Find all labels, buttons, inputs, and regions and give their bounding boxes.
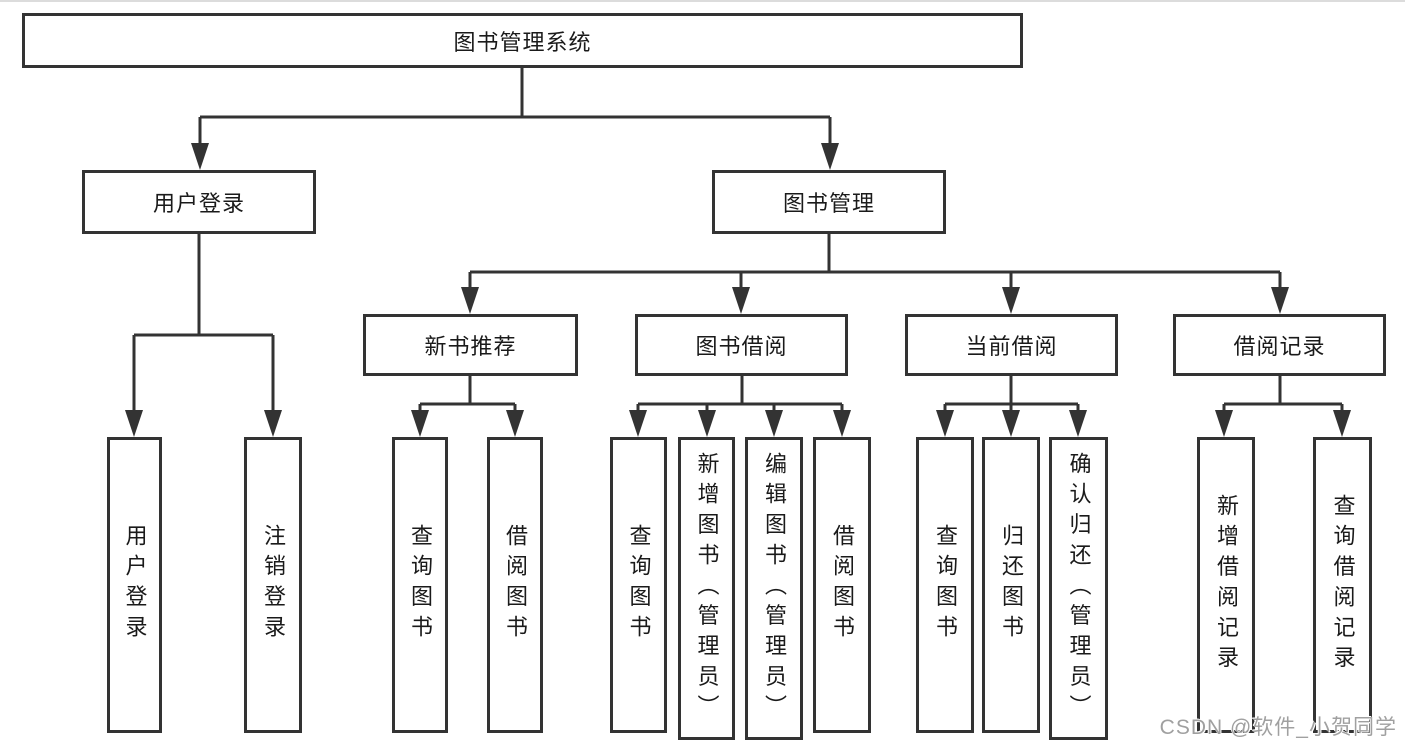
leaf-query-books-1: 查询图书 (392, 437, 448, 733)
node-label: 用户登录 (122, 524, 148, 646)
arrow-down-icon (821, 143, 839, 170)
leaf-add-borrow-record: 新增借阅记录 (1197, 437, 1255, 733)
arrow-down-icon (191, 143, 209, 170)
arrow-down-icon (698, 410, 716, 437)
node-label: 新增借阅记录 (1214, 493, 1239, 677)
node-label: 归还图书 (999, 524, 1024, 646)
node-new-book-recommend: 新书推荐 (363, 314, 578, 376)
arrow-down-icon (461, 287, 479, 314)
leaf-query-borrow-record: 查询借阅记录 (1313, 437, 1372, 733)
arrow-down-icon (411, 410, 429, 437)
node-label: 图书借阅 (695, 334, 788, 359)
arrow-down-icon (1333, 410, 1351, 437)
node-label: 查询图书 (933, 524, 958, 646)
node-label: 借阅图书 (830, 524, 855, 646)
leaf-query-books-3: 查询图书 (916, 437, 974, 733)
node-label: 借阅图书 (503, 524, 528, 646)
leaf-user-login: 用户登录 (107, 437, 162, 733)
arrow-down-icon (936, 410, 954, 437)
node-label: 图书管理 (782, 191, 875, 216)
arrow-down-icon (1069, 410, 1087, 437)
leaf-edit-books-admin: 编辑图书（管理员） (745, 437, 803, 740)
node-book-borrowing: 图书借阅 (635, 314, 848, 376)
leaf-logout: 注销登录 (244, 437, 302, 733)
arrow-down-icon (264, 410, 282, 437)
leaf-borrow-books-2: 借阅图书 (813, 437, 871, 733)
arrow-down-icon (506, 410, 524, 437)
arrow-down-icon (833, 410, 851, 437)
node-library-system: 图书管理系统 (22, 13, 1023, 68)
node-label: 查询图书 (408, 524, 433, 646)
arrow-down-icon (1002, 410, 1020, 437)
node-book-management: 图书管理 (712, 170, 946, 234)
arrow-down-icon (732, 287, 750, 314)
leaf-borrow-books-1: 借阅图书 (487, 437, 543, 733)
arrow-down-icon (1002, 287, 1020, 314)
node-borrow-records: 借阅记录 (1173, 314, 1386, 376)
arrow-down-icon (765, 410, 783, 437)
arrow-down-icon (1271, 287, 1289, 314)
arrowheads (125, 143, 1351, 437)
leaf-return-books: 归还图书 (982, 437, 1040, 733)
node-label: 注销登录 (261, 524, 286, 646)
leaf-add-books-admin: 新增图书（管理员） (678, 437, 735, 740)
node-label: 确认归还（管理员） (1066, 451, 1092, 726)
node-label: 用户登录 (152, 191, 245, 216)
page-top-divider (0, 0, 1405, 2)
node-label: 新书推荐 (424, 334, 517, 359)
node-label: 新增图书（管理员） (694, 451, 720, 726)
node-user-login: 用户登录 (82, 170, 316, 234)
leaf-confirm-return-admin: 确认归还（管理员） (1049, 437, 1108, 740)
connector-edges (132, 68, 1344, 413)
node-label: 查询图书 (626, 524, 652, 646)
node-current-borrowing: 当前借阅 (905, 314, 1118, 376)
node-label: 当前借阅 (965, 334, 1058, 359)
node-label: 编辑图书（管理员） (762, 451, 787, 726)
arrow-down-icon (125, 410, 143, 437)
node-label: 借阅记录 (1233, 334, 1326, 359)
leaf-query-books-2: 查询图书 (610, 437, 667, 733)
arrow-down-icon (1215, 410, 1233, 437)
node-label: 图书管理系统 (453, 29, 592, 55)
arrow-down-icon (629, 410, 647, 437)
node-label: 查询借阅记录 (1330, 493, 1356, 677)
csdn-watermark: CSDN @软件_小贺同学 (1159, 716, 1397, 739)
